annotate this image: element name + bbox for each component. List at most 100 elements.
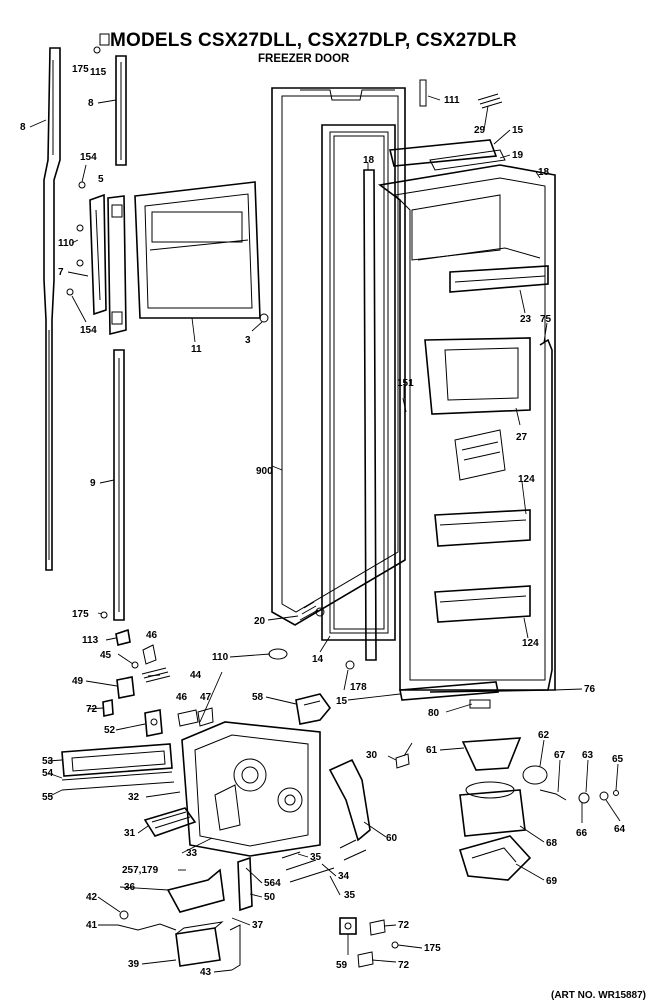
diagram-subtitle: FREEZER DOOR — [258, 53, 350, 65]
tray-31 — [143, 807, 197, 837]
label-44: 44 — [190, 670, 202, 681]
dispenser-housing-33 — [181, 721, 321, 857]
label-33: 33 — [186, 848, 198, 859]
bracket-49 — [116, 676, 135, 699]
label-66: 66 — [576, 828, 588, 839]
ice-funnel-61 — [461, 737, 522, 771]
handle-7 — [89, 193, 107, 316]
cover-53 — [61, 743, 173, 777]
label-72: 72 — [86, 704, 98, 715]
spring-29-icon — [477, 93, 503, 109]
label-151: 151 — [397, 378, 414, 389]
label-154-lower: 154 — [80, 325, 97, 336]
linkage-63-67 — [539, 789, 619, 804]
screw-178-icon — [345, 660, 355, 670]
label-154: 154 — [80, 152, 97, 163]
label-35: 35 — [310, 852, 322, 863]
label-42: 42 — [86, 892, 98, 903]
label-175-mid: 175 — [72, 609, 89, 620]
label-110: 110 — [58, 238, 75, 249]
label-80: 80 — [428, 708, 440, 719]
disc-62-icon — [522, 765, 548, 785]
label-60: 60 — [386, 833, 398, 844]
label-27: 27 — [516, 432, 528, 443]
label-55: 55 — [42, 792, 54, 803]
module-39 — [175, 921, 224, 967]
label-3: 3 — [245, 335, 251, 346]
label-110-center: 110 — [212, 652, 229, 663]
clip-113 — [115, 628, 131, 646]
ice-chute-15 — [388, 139, 498, 167]
label-47: 47 — [200, 692, 212, 703]
label-19: 19 — [512, 150, 524, 161]
door-bin-124-upper — [434, 509, 531, 547]
washer-45-icon — [131, 661, 139, 669]
label-20: 20 — [254, 616, 266, 627]
shelf-23 — [449, 265, 549, 293]
clip-72-left — [102, 699, 114, 717]
label-63: 63 — [582, 750, 594, 761]
label-76: 76 — [584, 684, 596, 695]
trim-strip-8-left — [43, 47, 61, 571]
label-175-lower: 175 — [424, 943, 441, 954]
door-liner-900 — [271, 87, 406, 626]
label-18-center: 18 — [363, 155, 375, 166]
label-15-lower: 15 — [336, 696, 348, 707]
label-18: 18 — [538, 167, 550, 178]
label-67: 67 — [554, 750, 566, 761]
label-39: 39 — [128, 959, 140, 970]
label-53: 53 — [42, 756, 54, 767]
label-9: 9 — [90, 478, 96, 489]
label-11: 11 — [191, 344, 202, 355]
label-54: 54 — [42, 768, 54, 779]
title-bullet-icon — [99, 33, 110, 46]
bracket-80 — [399, 681, 499, 709]
bracket-60 — [328, 758, 371, 842]
crusher-69 — [458, 835, 532, 881]
strip-54-55 — [61, 771, 175, 791]
motor-68 — [459, 781, 526, 837]
label-41: 41 — [86, 920, 98, 931]
label-32: 32 — [128, 792, 140, 803]
label-30: 30 — [366, 750, 378, 761]
label-43: 43 — [200, 967, 212, 978]
label-69: 69 — [546, 876, 558, 887]
dispenser-panel-27 — [424, 337, 531, 415]
dispenser-mechanism — [454, 429, 506, 481]
label-14: 14 — [312, 654, 324, 665]
label-23: 23 — [520, 314, 532, 325]
trim-strip-8-upper — [115, 55, 127, 166]
label-35-lower: 35 — [344, 890, 356, 901]
label-34: 34 — [338, 871, 350, 882]
label-8-upper: 8 — [88, 98, 94, 109]
brackets-46-47 — [177, 707, 214, 727]
tube-75 — [429, 338, 553, 693]
label-124: 124 — [518, 474, 535, 485]
small-screws-left — [66, 46, 108, 619]
wire-43 — [229, 924, 241, 971]
label-46: 46 — [146, 630, 158, 641]
label-29: 29 — [474, 125, 486, 136]
label-900: 900 — [256, 466, 273, 477]
label-50: 50 — [264, 892, 276, 903]
leader-lines — [29, 95, 621, 973]
label-5: 5 — [98, 174, 104, 185]
label-564: 564 — [264, 878, 281, 889]
pins-34-35 — [281, 839, 367, 883]
label-58: 58 — [252, 692, 264, 703]
label-46-lower: 46 — [176, 692, 188, 703]
screw-3-icon — [259, 313, 269, 323]
label-36: 36 — [124, 882, 136, 893]
label-45: 45 — [100, 650, 112, 661]
label-178: 178 — [350, 682, 367, 693]
label-257-179: 257,179 — [122, 865, 159, 876]
label-175: 175 — [72, 64, 89, 75]
label-115: 115 — [90, 67, 107, 78]
label-15: 15 — [512, 125, 524, 136]
label-52: 52 — [104, 725, 116, 736]
art-number: (ART NO. WR15887) — [551, 990, 647, 1001]
label-72-lower: 72 — [398, 920, 410, 931]
